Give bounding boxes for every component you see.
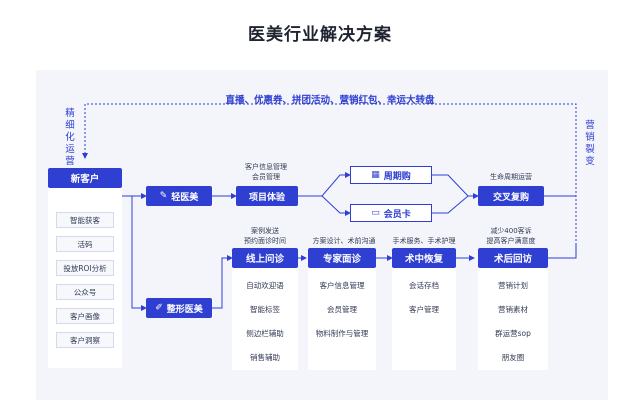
expert-consult-item: 物料制作与管理 — [315, 329, 369, 338]
expert-consult-item: 客户信息管理 — [319, 281, 365, 290]
cross-repurchase-box: 交叉复购 — [478, 186, 544, 206]
new-customer-item: 智能获客 — [56, 212, 114, 228]
surgery-recovery-item: 客户管理 — [409, 305, 439, 314]
branch-surgery-label: 整形医美 — [166, 304, 203, 315]
scalpel-icon: ✐ — [155, 303, 163, 313]
project-experience-label: 项目体验 — [248, 192, 285, 203]
right-vertical-label: 营销裂变 — [585, 120, 595, 167]
expert-consult-column: 专家面诊 客户信息管理 会员管理 物料制作与管理 — [308, 248, 376, 370]
online-consult-header: 线上问诊 — [232, 248, 298, 268]
post-followup-item: 群运营sop — [495, 329, 531, 338]
cycle-purchase-label: 周期购 — [383, 171, 411, 182]
branch-light-aesthetic: ✎ 轻医美 — [146, 186, 212, 206]
syringe-icon: ✎ — [159, 191, 168, 201]
surgery-recovery-header: 术中恢复 — [392, 248, 456, 268]
online-consult-item: 侧边栏辅助 — [246, 329, 284, 338]
expert-consult-item: 会员管理 — [327, 305, 357, 314]
surgery-recovery-note: 手术服务、手术护理 — [392, 237, 456, 245]
post-followup-header: 术后回访 — [478, 248, 548, 268]
cross-note: 生命周期运营 — [490, 173, 532, 181]
online-consult-item: 智能标签 — [250, 305, 280, 314]
branch-surgery-aesthetic: ✐ 整形医美 — [146, 298, 212, 318]
page-title: 医美行业解决方案 — [248, 25, 392, 45]
project-note: 客户信息管理 会员管理 — [245, 163, 287, 181]
post-followup-item: 营销素材 — [498, 305, 528, 314]
post-followup-item: 营销计划 — [498, 281, 528, 290]
online-consult-item: 销售辅助 — [250, 353, 280, 362]
new-customer-column: 新客户 智能获客 活码 投放ROI分析 公众号 客户画像 客户洞察 — [48, 168, 122, 368]
new-customer-header: 新客户 — [48, 168, 122, 188]
online-consult-column: 线上问诊 自动欢迎语 智能标签 侧边栏辅助 销售辅助 — [232, 248, 298, 370]
new-customer-item: 公众号 — [56, 284, 114, 300]
new-customer-item: 活码 — [56, 236, 114, 252]
card-icon: ▭ — [371, 208, 380, 218]
surgery-recovery-column: 术中恢复 会话存档 客户管理 — [392, 248, 456, 370]
expert-consult-header: 专家面诊 — [308, 248, 376, 268]
expert-consult-note: 方案设计、术前沟通 — [312, 237, 376, 245]
post-followup-column: 术后回访 营销计划 营销素材 群运营sop 朋友圈 — [478, 248, 548, 370]
new-customer-item: 客户洞察 — [56, 332, 114, 348]
calendar-icon: ▦ — [371, 170, 380, 180]
surgery-recovery-item: 会话存档 — [409, 281, 439, 290]
post-followup-item: 朋友圈 — [501, 353, 525, 362]
left-vertical-label: 精细化运营 — [65, 108, 75, 167]
online-consult-item: 自动欢迎语 — [246, 281, 284, 290]
top-loop-label: 直播、优惠券、拼团活动、营销红包、幸运大转盘 — [225, 95, 435, 106]
cross-repurchase-label: 交叉复购 — [492, 192, 529, 203]
member-card-box: ▭ 会员卡 — [350, 204, 432, 222]
member-card-label: 会员卡 — [383, 209, 411, 220]
post-followup-note: 减少400客诉 提高客户满意度 — [486, 227, 536, 245]
new-customer-item: 客户画像 — [56, 308, 114, 324]
branch-light-label: 轻医美 — [171, 192, 199, 203]
project-experience-box: 项目体验 — [236, 186, 298, 206]
cycle-purchase-box: ▦ 周期购 — [350, 166, 432, 184]
new-customer-item: 投放ROI分析 — [56, 260, 114, 276]
online-consult-note: 案例发送 预约面诊时间 — [244, 227, 286, 245]
